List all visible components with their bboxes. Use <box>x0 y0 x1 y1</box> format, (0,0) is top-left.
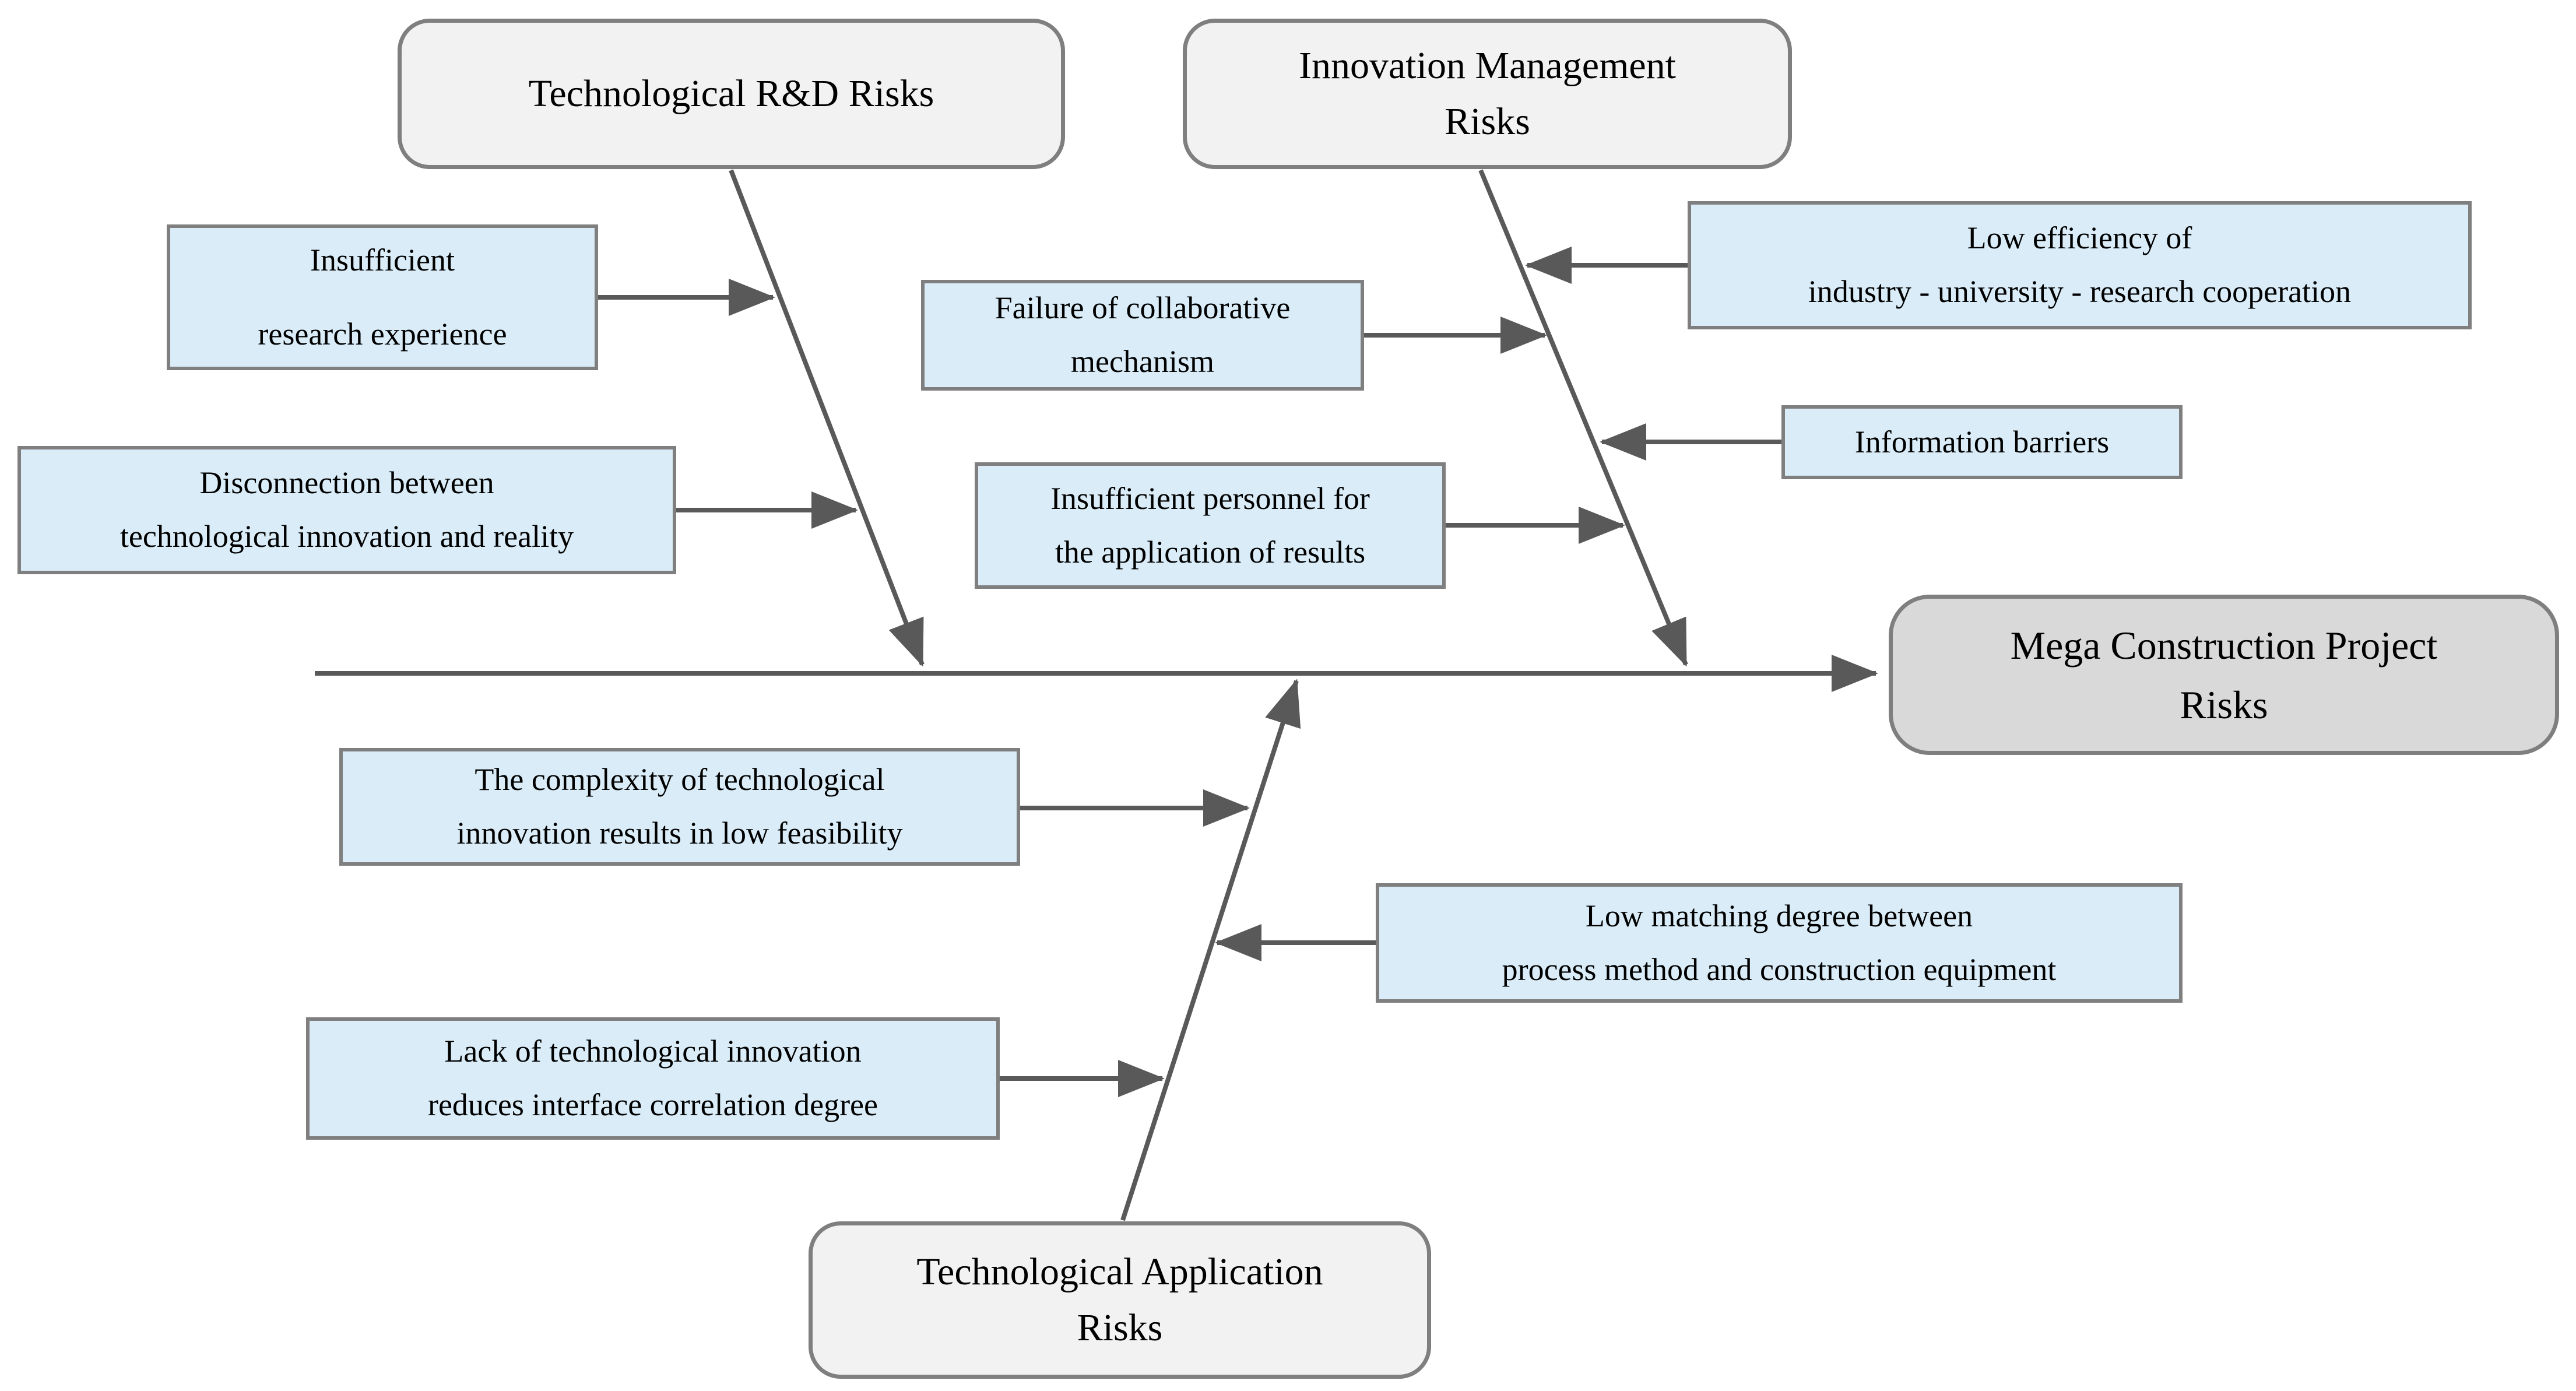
cause-box-personnel: Insufficient personnel for the applicati… <box>975 462 1446 589</box>
application-bone-line <box>1120 679 1301 1221</box>
cause-label-complexity: The complexity of technological innovati… <box>456 762 903 851</box>
cause-box-disconnection: Disconnection between technological inno… <box>17 446 676 574</box>
category-label-application: Technological Application Risks <box>916 1251 1323 1349</box>
cause-label-disconnection: Disconnection between technological inno… <box>120 465 574 554</box>
category-box-rnd: Technological R&D Risks <box>398 19 1065 169</box>
cause-box-information-barriers: Information barriers <box>1781 405 2183 479</box>
cause-label-personnel: Insufficient personnel for the applicati… <box>1050 480 1370 570</box>
innovation-bone-line <box>1478 169 1688 667</box>
cause-box-complexity: The complexity of technological innovati… <box>339 748 1020 866</box>
cause-label-information-barriers: Information barriers <box>1854 424 2110 459</box>
cause-box-low-efficiency: Low efficiency of industry - university … <box>1688 201 2472 329</box>
cause-label-low-matching: Low matching degree between process meth… <box>1502 898 2057 987</box>
cause-label-research-experience: Insufficient research experience <box>258 243 507 352</box>
cause-box-interface-correlation: Lack of technological innovation reduces… <box>306 1017 1000 1140</box>
category-label-innovation: Innovation Management Risks <box>1299 44 1676 143</box>
category-box-innovation: Innovation Management Risks <box>1183 19 1792 169</box>
cause-label-collaborative-mechanism: Failure of collaborative mechanism <box>994 290 1291 379</box>
cause-label-interface-correlation: Lack of technological innovation reduces… <box>427 1034 878 1122</box>
rnd-bone-line <box>729 169 925 667</box>
cause-box-research-experience: Insufficient research experience <box>167 224 598 370</box>
category-label-rnd: Technological R&D Risks <box>528 72 934 115</box>
effect-label: Mega Construction Project Risks <box>2010 623 2438 727</box>
category-box-application: Technological Application Risks <box>809 1221 1431 1379</box>
cause-label-low-efficiency: Low efficiency of industry - university … <box>1808 220 2352 309</box>
effect-box: Mega Construction Project Risks <box>1889 595 2559 755</box>
cause-box-low-matching: Low matching degree between process meth… <box>1376 883 2183 1003</box>
cause-box-collaborative-mechanism: Failure of collaborative mechanism <box>921 280 1364 391</box>
